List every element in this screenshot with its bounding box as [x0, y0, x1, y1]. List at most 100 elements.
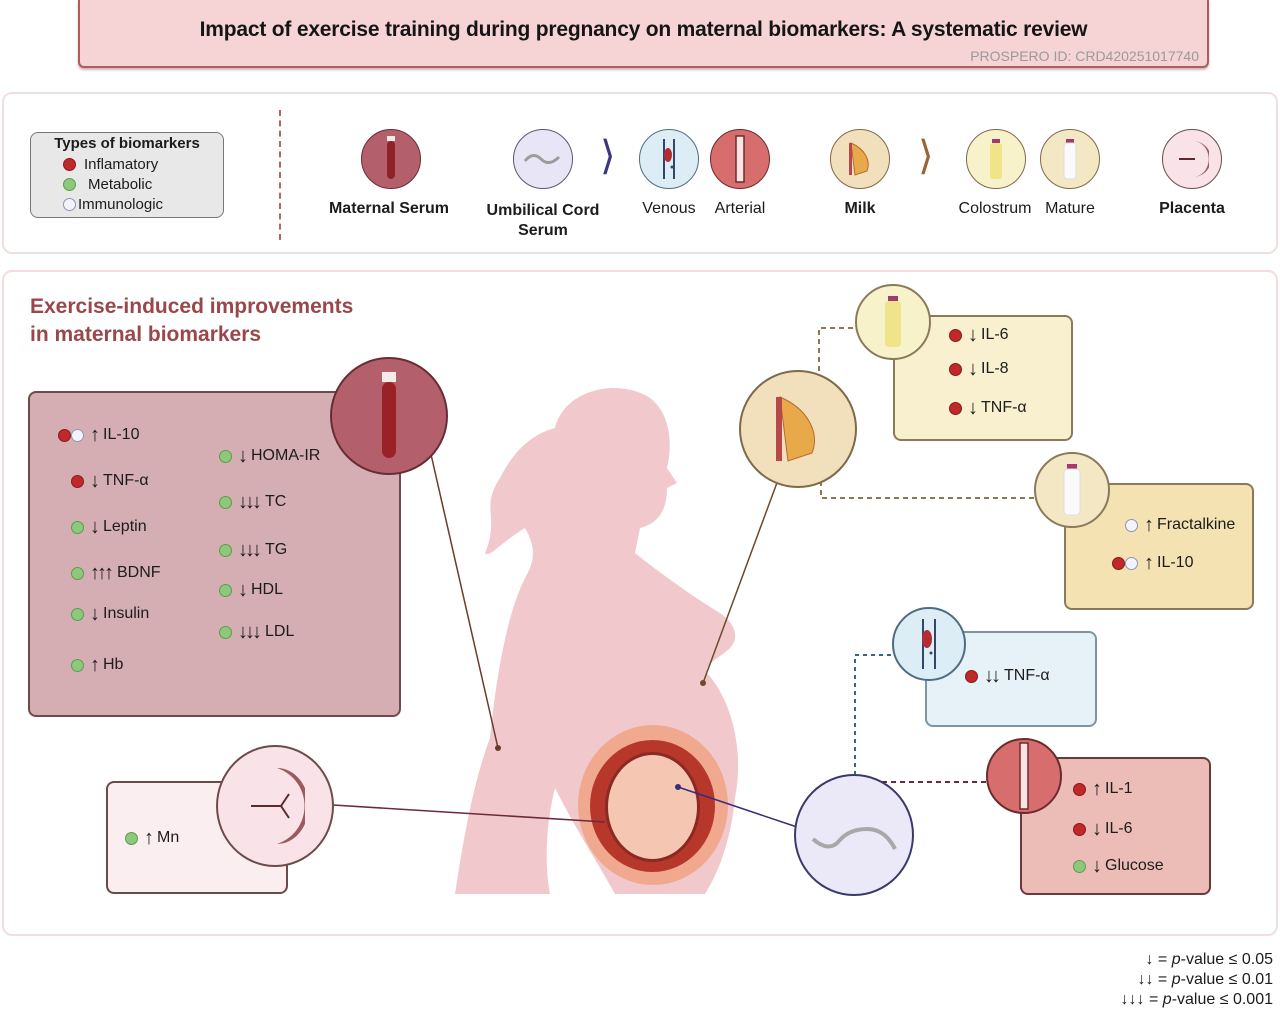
- chevron-right-icon: ⟩: [600, 134, 616, 178]
- label-mature: Mature: [1045, 200, 1095, 217]
- red-dot-icon: [949, 362, 962, 376]
- biomarker-label: TNF-α: [1004, 667, 1050, 684]
- significance-legend: ↓ = p-value ≤ 0.05↓↓ = p-value ≤ 0.01↓↓↓…: [1121, 950, 1273, 1010]
- label-arterial: Arterial: [714, 200, 766, 217]
- biomarker-label: IL-8: [981, 360, 1009, 377]
- biomarker-type-dots: [956, 669, 978, 683]
- arrow-up-icon: ↑: [90, 424, 100, 446]
- arrow-up-icon: ↑↑↑: [90, 562, 114, 584]
- label-maternal-serum: Maternal Serum: [328, 200, 450, 217]
- vein-icon: [639, 129, 699, 189]
- label-umbilical-cord-serum: Umbilical Cord Serum: [486, 202, 600, 239]
- p-symbol: p: [1171, 971, 1181, 988]
- mature-milk-bottle-icon: [1040, 129, 1100, 189]
- arrow-down-icon: ↓: [238, 445, 248, 467]
- p-symbol: p: [1162, 991, 1172, 1008]
- legend-label: Immunologic: [78, 196, 164, 213]
- arrow-down-icon: ↓↓↓: [1120, 991, 1149, 1008]
- biomarker-label: HOMA-IR: [251, 447, 321, 464]
- arrow-down-icon: ↓: [238, 579, 248, 601]
- label-venous: Venous: [642, 200, 696, 217]
- artery-icon: [710, 129, 770, 189]
- legend-title: Types of biomarkers: [54, 135, 200, 152]
- arrow-down-icon: ↓↓↓: [238, 539, 262, 561]
- red-dot-icon: [71, 474, 84, 488]
- arrow-down-icon: ↓: [1092, 855, 1102, 877]
- red-dot-icon: [58, 428, 71, 442]
- equals: =: [1157, 951, 1172, 968]
- biomarker-item: ↑IL-10: [1104, 552, 1193, 574]
- biomarker-item: ↓↓TNF-α: [956, 665, 1050, 687]
- red-dot-icon: [1073, 782, 1086, 796]
- biomarker-type-dots: [202, 449, 232, 463]
- page-title: Impact of exercise training during pregn…: [199, 18, 1088, 41]
- heading-line: in maternal biomarkers: [30, 323, 262, 346]
- colostrum-bottle-icon: [966, 129, 1026, 189]
- significance-row: ↓↓ = p-value ≤ 0.01: [1121, 970, 1273, 990]
- arrow-down-icon: ↓↓↓: [238, 621, 262, 643]
- vein-icon: [892, 607, 966, 681]
- biomarker-item: ↑Fractalkine: [1104, 514, 1235, 536]
- biomarker-type-dots: [1104, 518, 1138, 532]
- title-banner: Impact of exercise training during pregn…: [78, 0, 1209, 68]
- biomarker-type-dots: [54, 658, 84, 672]
- biomarker-type-dots: [940, 401, 962, 415]
- biomarker-label: TNF-α: [103, 472, 149, 489]
- biomarker-label: HDL: [251, 581, 284, 598]
- biomarker-item: ↓↓↓LDL: [202, 621, 295, 643]
- red-dot-icon: [1073, 822, 1086, 836]
- green-dot-icon: [1073, 859, 1086, 873]
- legend-item-metabolic: Metabolic: [63, 176, 152, 193]
- biomarker-label: IL-6: [981, 326, 1009, 343]
- biomarker-type-dots: [54, 607, 84, 621]
- arrow-up-icon: ↑: [1144, 514, 1154, 536]
- biomarker-label: Glucose: [1105, 857, 1164, 874]
- biomarker-label: Mn: [157, 829, 180, 846]
- biomarker-type-dots: [54, 566, 84, 580]
- biomarker-type-legend: Types of biomarkers Inflamatory Metaboli…: [30, 132, 224, 218]
- red-dot-icon: [965, 669, 978, 683]
- biomarker-label: Hb: [103, 656, 124, 673]
- label-colostrum: Colostrum: [958, 200, 1032, 217]
- white-dot-icon: [71, 428, 84, 442]
- biomarker-type-dots: [202, 543, 232, 557]
- arrow-down-icon: ↓↓: [1137, 971, 1158, 988]
- breast-icon: [739, 370, 857, 488]
- fetus-icon: [605, 752, 700, 862]
- biomarker-type-dots: [54, 474, 84, 488]
- arrow-up-icon: ↑: [1092, 778, 1102, 800]
- white-dot-icon: [1125, 556, 1138, 570]
- biomarker-item: ↑Hb: [54, 655, 124, 675]
- biomarker-item: ↑IL-10: [54, 424, 139, 446]
- biomarker-label: TNF-α: [981, 399, 1027, 416]
- biomarker-item: ↓Leptin: [54, 517, 147, 537]
- biomarker-item: ↓HDL: [202, 579, 284, 601]
- white-dot-icon: [1125, 518, 1138, 532]
- arrow-down-icon: ↓↓: [984, 665, 1001, 687]
- biomarker-item: ↑Mn: [116, 827, 180, 849]
- significance-row: ↓↓↓ = p-value ≤ 0.001: [1121, 990, 1273, 1010]
- biomarker-type-dots: [202, 583, 232, 597]
- placenta-icon: [216, 745, 334, 867]
- equals: =: [1157, 971, 1172, 988]
- umbilical-cord-icon: [513, 129, 573, 189]
- green-dot-icon: [219, 625, 232, 639]
- biomarker-item: ↓IL-6: [940, 325, 1009, 345]
- green-dot-icon: [71, 520, 84, 534]
- arrow-up-icon: ↑: [144, 827, 154, 849]
- biomarker-type-dots: [54, 520, 84, 534]
- arrow-up-icon: ↑: [1144, 552, 1154, 574]
- section-heading: Exercise-induced improvements in materna…: [30, 293, 353, 349]
- chevron-right-icon: ⟩: [918, 134, 934, 178]
- p-symbol: p: [1171, 951, 1181, 968]
- prospero-id: PROSPERO ID: CRD420251017740: [970, 48, 1199, 64]
- biomarker-label: LDL: [265, 623, 295, 640]
- blood-tube-icon: [330, 357, 448, 475]
- biomarker-item: ↑↑↑BDNF: [54, 562, 161, 584]
- biomarker-item: ↓Insulin: [54, 604, 149, 624]
- biomarker-type-dots: [1064, 822, 1086, 836]
- arrow-down-icon: ↓: [1145, 951, 1158, 968]
- label-placenta: Placenta: [1159, 200, 1225, 217]
- biomarker-item: ↓↓↓TG: [202, 539, 287, 561]
- biomarker-item: ↓Glucose: [1064, 855, 1164, 877]
